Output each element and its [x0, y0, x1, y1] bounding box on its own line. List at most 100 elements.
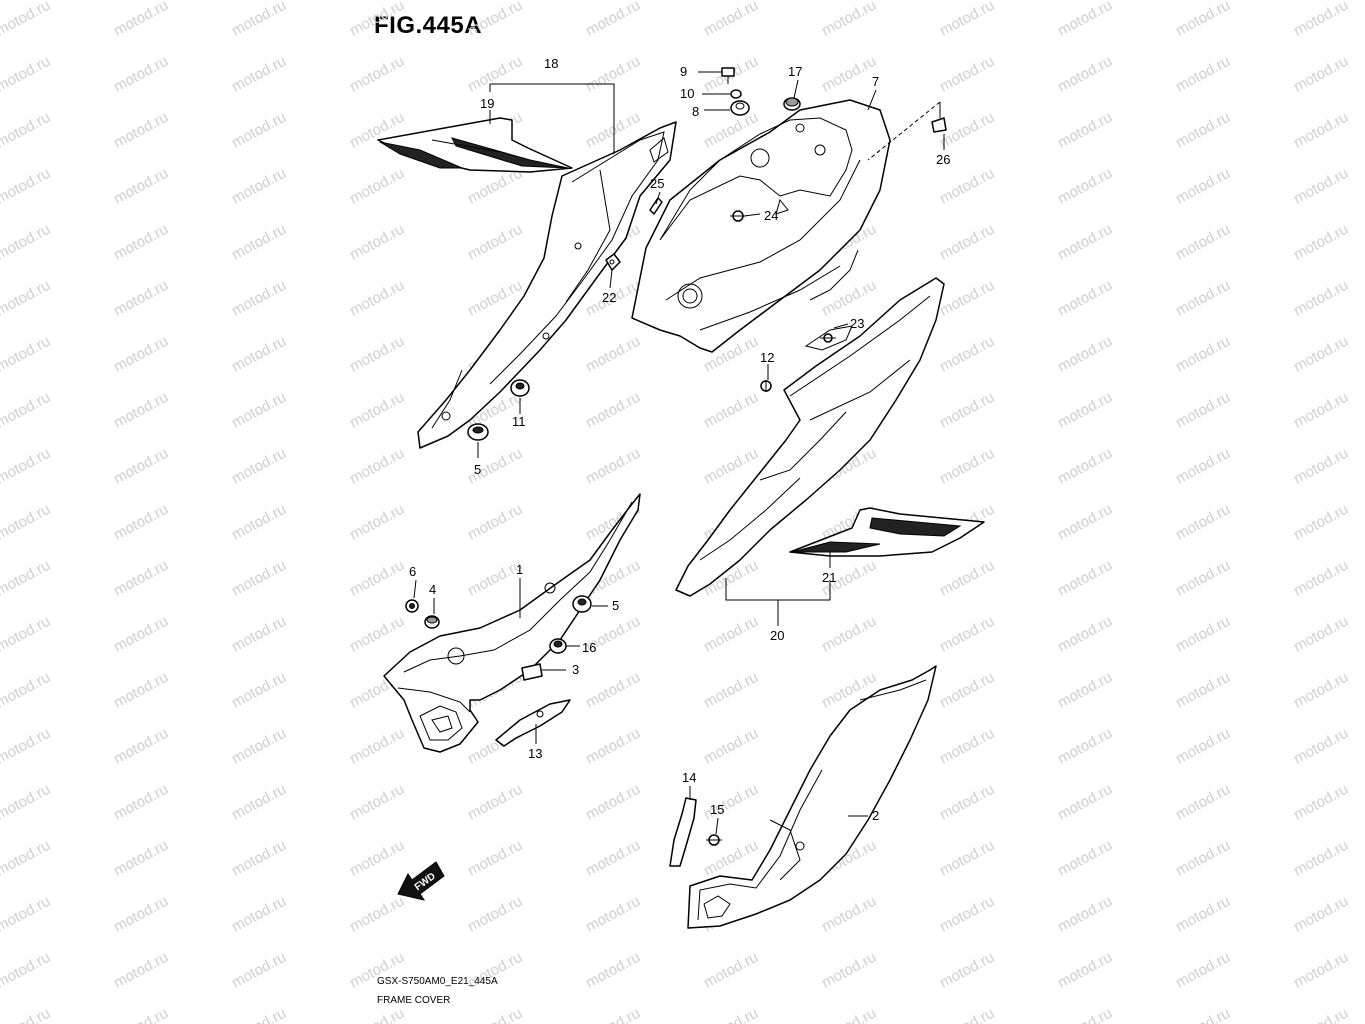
watermark-text: motod.ru: [111, 389, 171, 432]
watermark-text: motod.ru: [347, 837, 407, 880]
watermark-text: motod.ru: [819, 613, 879, 656]
part-2-right-frame-cover[interactable]: [687, 665, 937, 929]
watermark-text: motod.ru: [819, 893, 879, 936]
watermark-text: motod.ru: [111, 725, 171, 768]
watermark-text: motod.ru: [0, 501, 53, 544]
watermark-text: motod.ru: [583, 445, 643, 488]
callout-3: 3: [572, 662, 579, 677]
watermark-text: motod.ru: [1291, 109, 1351, 152]
part-23-clip[interactable]: [820, 333, 836, 343]
callout-19: 19: [480, 96, 494, 111]
part-11-grommet[interactable]: [510, 379, 530, 397]
watermark-text: motod.ru: [111, 669, 171, 712]
part-24-clip[interactable]: [730, 210, 746, 222]
watermark-text: motod.ru: [0, 165, 53, 208]
watermark-text: motod.ru: [937, 837, 997, 880]
watermark-text: motod.ru: [937, 557, 997, 600]
watermark-text: motod.ru: [111, 557, 171, 600]
part-16-grommet[interactable]: [549, 638, 567, 654]
callout-10: 10: [680, 86, 694, 101]
watermark-text: motod.ru: [1055, 53, 1115, 96]
watermark-text: motod.ru: [1173, 53, 1233, 96]
watermark-text: motod.ru: [583, 781, 643, 824]
watermark-text: motod.ru: [465, 221, 525, 264]
part-7-rear-tail-cover[interactable]: [631, 99, 891, 353]
part-6-bolt[interactable]: [405, 599, 419, 613]
callout-2: 2: [872, 808, 879, 823]
watermark-text: motod.ru: [111, 277, 171, 320]
watermark-text: motod.ru: [937, 0, 997, 40]
watermark-text: motod.ru: [1173, 557, 1233, 600]
callout-18: 18: [544, 56, 558, 71]
part-25-plate[interactable]: [649, 197, 663, 215]
part-15-clip[interactable]: [706, 834, 722, 846]
callout-16: 16: [582, 640, 596, 655]
watermark-text: motod.ru: [347, 277, 407, 320]
watermark-text: motod.ru: [111, 501, 171, 544]
watermark-text: motod.ru: [1055, 221, 1115, 264]
part-21-decal[interactable]: [789, 507, 985, 557]
watermark-text: motod.ru: [229, 221, 289, 264]
part-13-bracket[interactable]: [495, 699, 571, 747]
watermark-text: motod.ru: [701, 445, 761, 488]
watermark-text: motod.ru: [347, 221, 407, 264]
callout-9: 9: [680, 64, 687, 79]
watermark-text: motod.ru: [465, 0, 525, 40]
watermark-text: motod.ru: [937, 613, 997, 656]
watermark-text: motod.ru: [229, 837, 289, 880]
watermark-text: motod.ru: [111, 837, 171, 880]
watermark-text: motod.ru: [937, 389, 997, 432]
watermark-text: motod.ru: [0, 53, 53, 96]
watermark-text: motod.ru: [1055, 277, 1115, 320]
part-12-bolt[interactable]: [760, 380, 772, 392]
watermark-text: motod.ru: [229, 389, 289, 432]
watermark-text: motod.ru: [1055, 109, 1115, 152]
watermark-text: motod.ru: [1055, 557, 1115, 600]
part-14-bracket[interactable]: [669, 797, 697, 867]
watermark-text: motod.ru: [937, 781, 997, 824]
part-5-grommet-b[interactable]: [572, 595, 592, 613]
watermark-text: motod.ru: [111, 613, 171, 656]
part-22-clip[interactable]: [605, 253, 621, 271]
watermark-text: motod.ru: [347, 53, 407, 96]
watermark-text: motod.ru: [229, 613, 289, 656]
watermark-text: motod.ru: [0, 725, 53, 768]
part-10-washer[interactable]: [730, 89, 742, 99]
watermark-text: motod.ru: [111, 781, 171, 824]
watermark-text: motod.ru: [701, 389, 761, 432]
watermark-text: motod.ru: [0, 669, 53, 712]
part-19-decal[interactable]: [377, 117, 573, 173]
watermark-text: motod.ru: [1291, 445, 1351, 488]
watermark-text: motod.ru: [819, 949, 879, 992]
watermark-text: motod.ru: [937, 949, 997, 992]
watermark-text: motod.ru: [1173, 333, 1233, 376]
part-17-cap[interactable]: [783, 97, 801, 111]
watermark-text: motod.ru: [229, 893, 289, 936]
callout-5b: 5: [612, 598, 619, 613]
watermark-text: motod.ru: [465, 53, 525, 96]
watermark-text: motod.ru: [1173, 781, 1233, 824]
part-5-grommet-a[interactable]: [467, 423, 489, 441]
watermark-text: motod.ru: [347, 725, 407, 768]
part-20-right-tail-cover[interactable]: [675, 277, 945, 597]
part-18-left-tail-cover[interactable]: [417, 121, 677, 449]
part-8-grommet[interactable]: [730, 100, 750, 116]
part-4-collar[interactable]: [424, 615, 440, 629]
part-26-cushion[interactable]: [931, 117, 947, 133]
callout-14: 14: [682, 770, 696, 785]
watermark-text: motod.ru: [465, 837, 525, 880]
watermark-text: motod.ru: [1291, 725, 1351, 768]
watermark-text: motod.ru: [0, 277, 53, 320]
watermark-text: motod.ru: [1291, 1005, 1351, 1024]
watermark-text: motod.ru: [701, 725, 761, 768]
watermark-text: motod.ru: [229, 501, 289, 544]
watermark-text: motod.ru: [1055, 669, 1115, 712]
part-9-screw[interactable]: [721, 67, 735, 84]
watermark-text: motod.ru: [1291, 165, 1351, 208]
model-code: GSX-S750AM0_E21_445A: [377, 976, 498, 987]
watermark-text: motod.ru: [819, 53, 879, 96]
watermark-text: motod.ru: [229, 725, 289, 768]
watermark-text: motod.ru: [465, 781, 525, 824]
part-3-cushion[interactable]: [521, 663, 543, 681]
watermark-text: motod.ru: [937, 53, 997, 96]
